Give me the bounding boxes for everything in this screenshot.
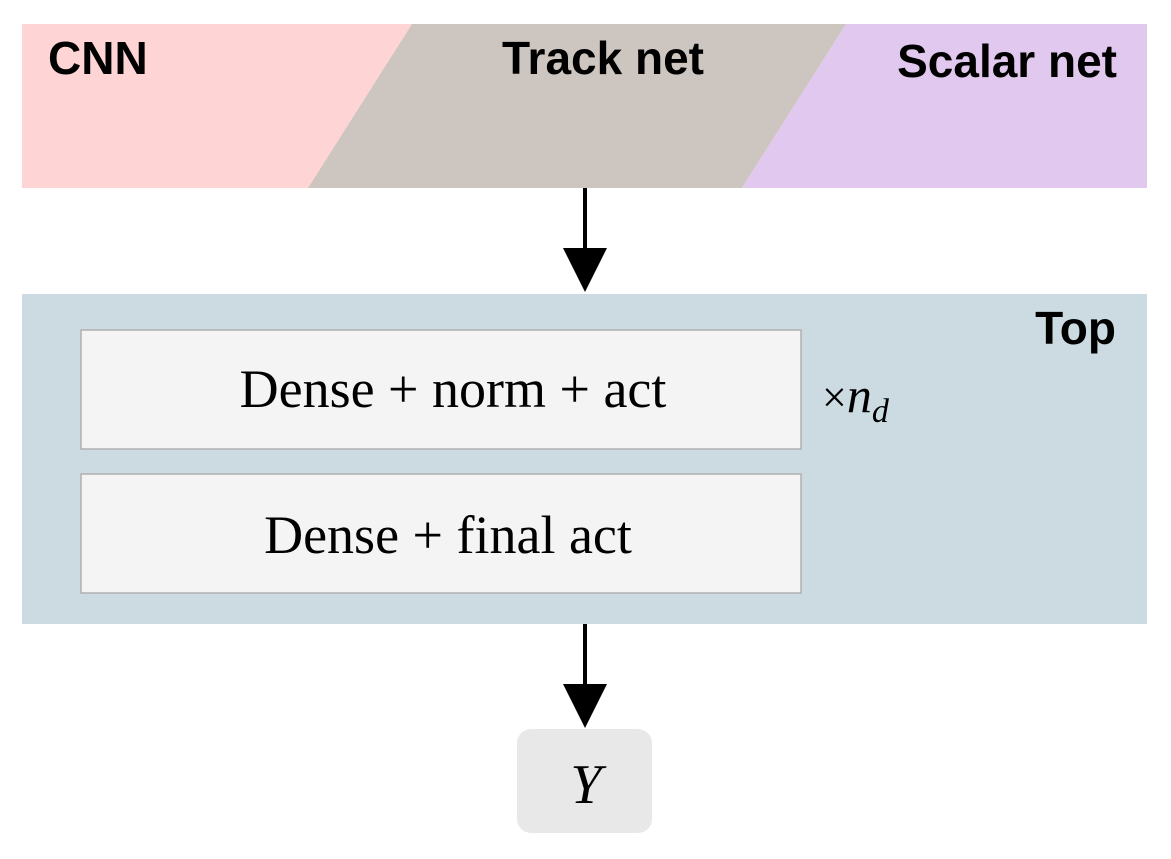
repeat-variable: n xyxy=(847,367,872,423)
cnn-label: CNN xyxy=(48,32,148,84)
dense-final-act-label: Dense + final act xyxy=(264,505,632,565)
times-symbol: × xyxy=(822,373,847,422)
top-label: Top xyxy=(1035,302,1116,354)
input-band: CNN Track net Scalar net xyxy=(22,24,1147,188)
track-net-region xyxy=(308,24,846,188)
output-block: Y xyxy=(517,729,652,833)
output-box xyxy=(517,729,652,833)
dense-norm-act-box xyxy=(80,329,802,450)
arrow-inputs-to-top xyxy=(563,188,607,292)
scalar-net-region xyxy=(742,24,1147,188)
repeat-annotation: ×nd xyxy=(822,367,890,430)
dense-norm-act-label: Dense + norm + act xyxy=(240,359,667,419)
dense-final-act-box xyxy=(80,473,802,594)
arrow-top-to-output xyxy=(563,624,607,728)
cnn-region xyxy=(22,24,412,188)
scalar-net-label: Scalar net xyxy=(897,35,1117,87)
top-block: Top Dense + norm + act ×nd Dense + final… xyxy=(22,294,1147,624)
output-label: Y xyxy=(570,754,607,816)
track-net-label: Track net xyxy=(502,32,704,84)
repeat-subscript: d xyxy=(872,393,890,430)
